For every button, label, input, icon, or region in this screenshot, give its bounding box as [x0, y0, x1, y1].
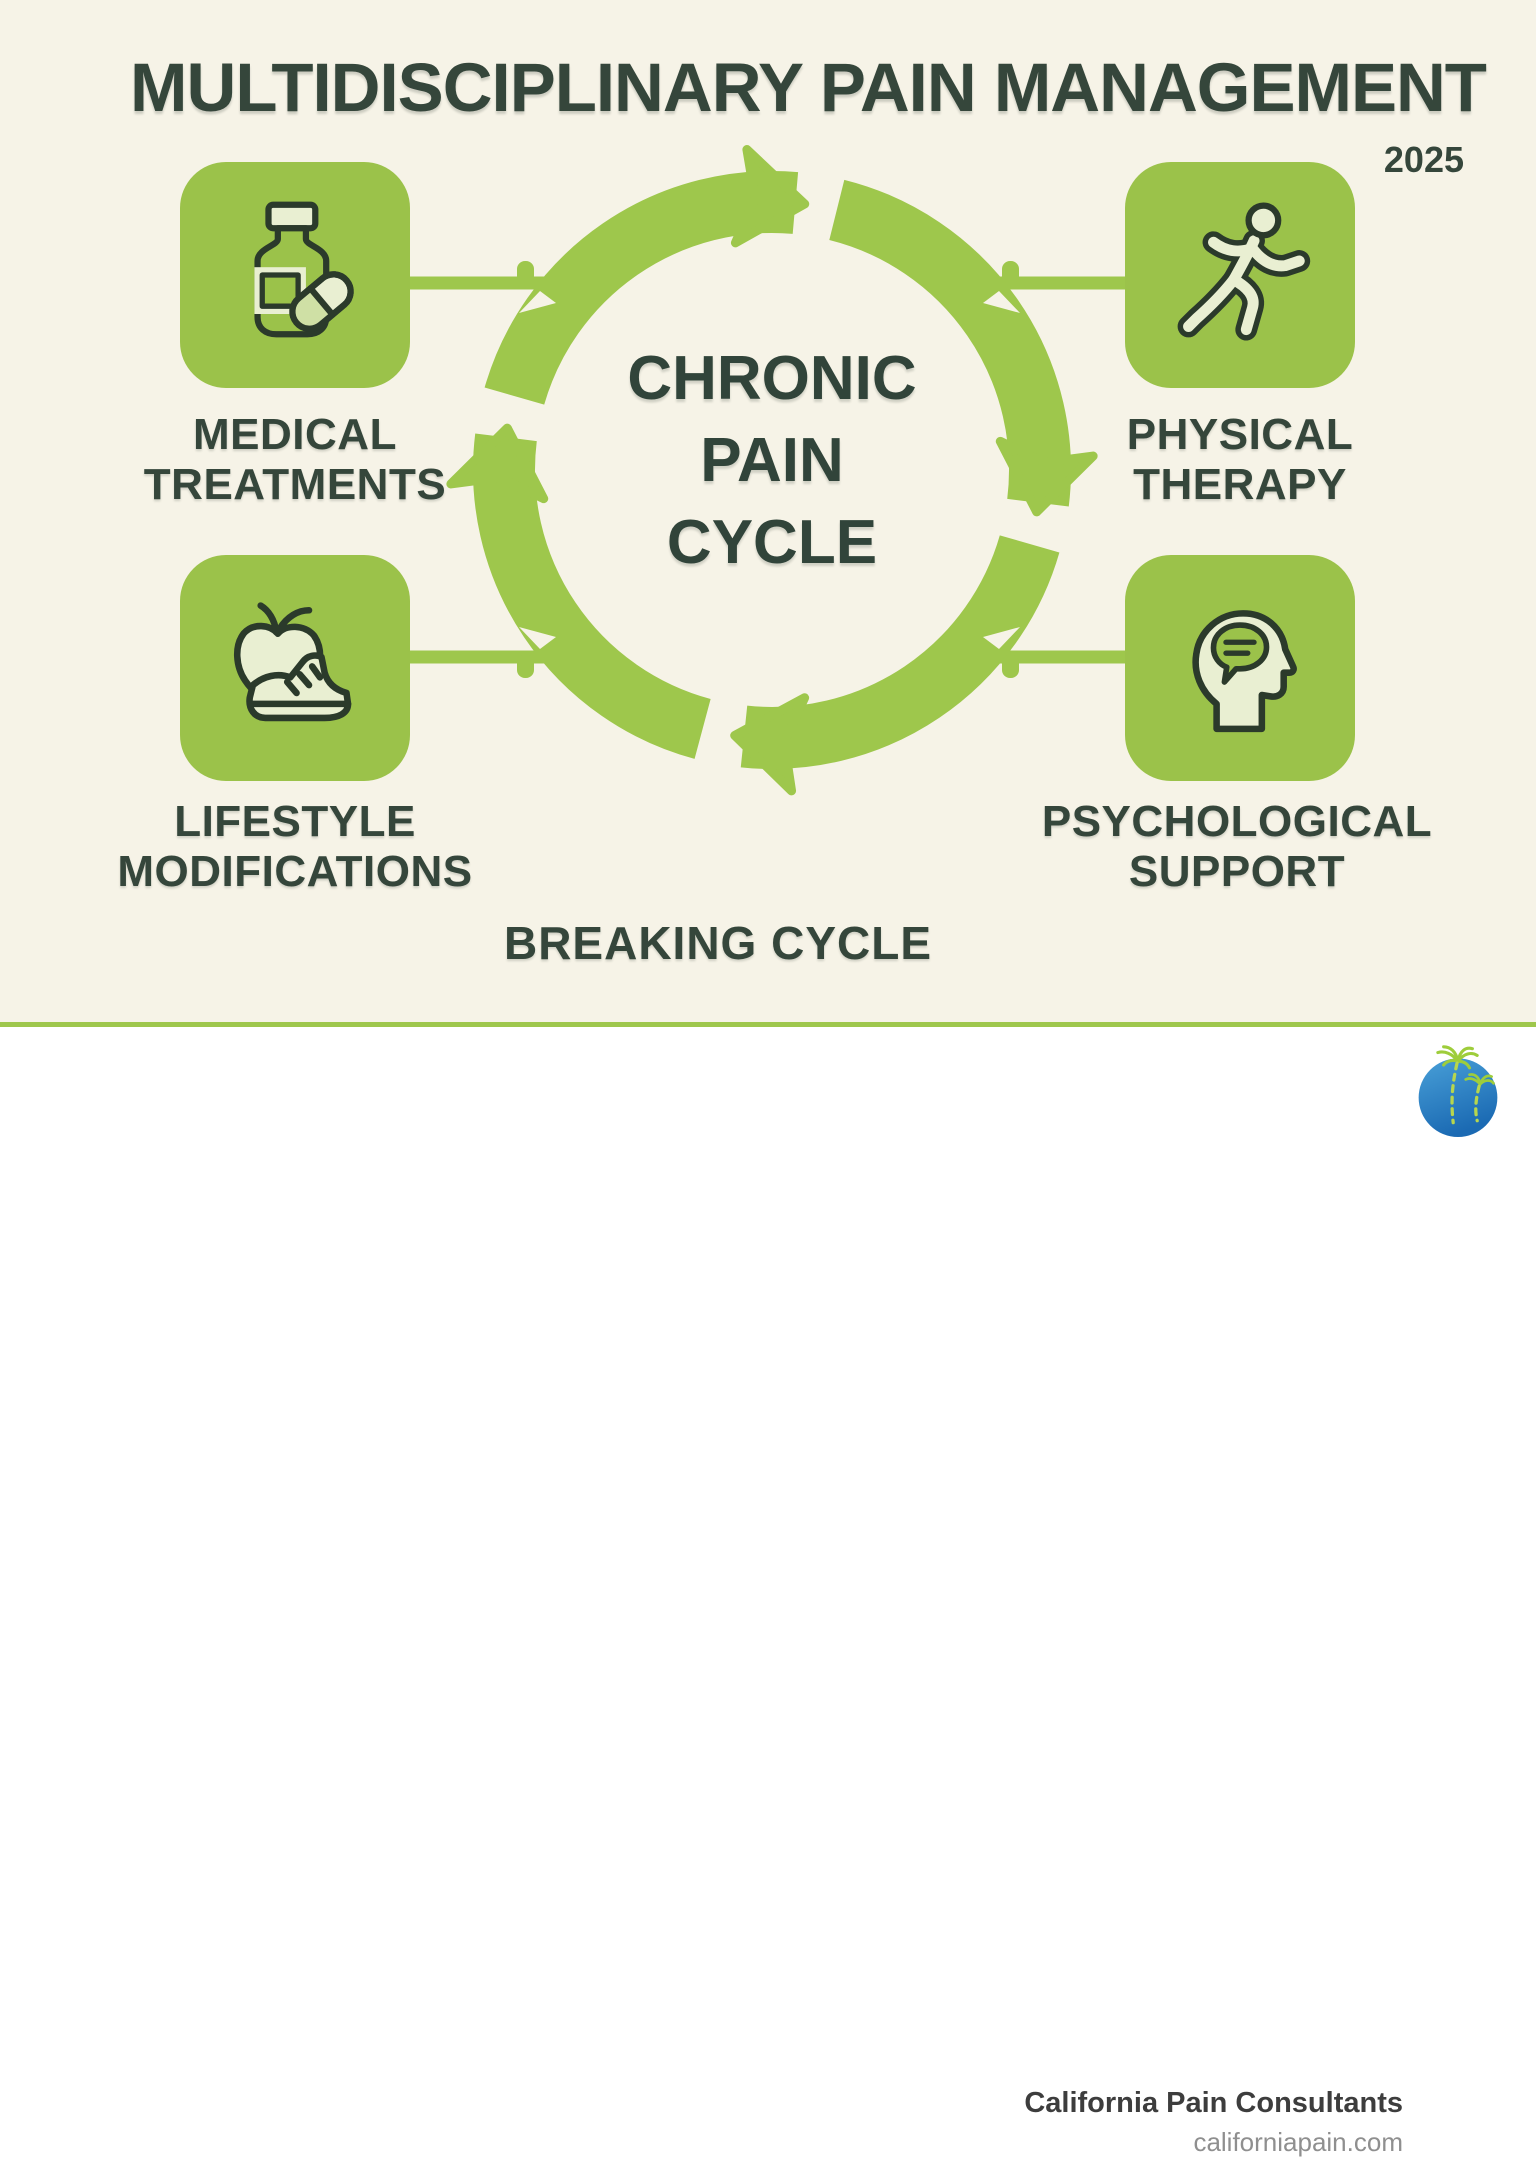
lifestyle-modifications-box [180, 555, 410, 781]
cycle-center-label: CHRONIC PAIN CYCLE [627, 344, 917, 577]
connector-notches [519, 291, 1020, 649]
small-palm-tree-icon [1464, 1073, 1495, 1086]
brand-block: California Pain Consultants californiapa… [1024, 2087, 1403, 2158]
physical-therapy-label: PHYSICAL THERAPY [1126, 410, 1354, 509]
head-speech-bubble-icon [1192, 610, 1297, 733]
medical-treatments-label: MEDICAL TREATMENTS [143, 410, 447, 509]
palm-trunk-dashes [1450, 1061, 1481, 1125]
globe-palm-trees-logo [1418, 1045, 1498, 1138]
page-title: MULTIDISCIPLINARY PAIN MANAGEMENT [130, 49, 1487, 126]
chronic-pain-cycle-diagram [402, 145, 1132, 796]
brand-website: californiapain.com [1193, 2127, 1403, 2157]
medical-treatments-box [180, 162, 410, 388]
psychological-support-label: PSYCHOLOGICAL SUPPORT [1041, 797, 1433, 896]
physical-therapy-box [1125, 162, 1355, 388]
footer-divider-line [0, 1022, 1536, 1027]
running-person-icon [1177, 202, 1311, 341]
year-label: 2025 [1383, 139, 1464, 180]
apple-shoe-icon [234, 602, 352, 722]
psychological-support-box [1125, 555, 1355, 781]
cycle-arrowhead-icons [446, 145, 1098, 796]
palm-tree-icon [1436, 1045, 1479, 1070]
infographic-poster: MULTIDISCIPLINARY PAIN MANAGEMENT 2025 [0, 0, 1536, 1022]
connector-lines [402, 261, 1132, 678]
cycle-ring-arcs [473, 170, 1071, 769]
lifestyle-modifications-label: LIFESTYLE MODIFICATIONS [117, 797, 473, 896]
pill-bottle-capsule-icon [254, 201, 354, 338]
brand-name: California Pain Consultants [1024, 2087, 1403, 2119]
breaking-cycle-caption: BREAKING CYCLE [503, 917, 933, 969]
footer: California Pain Consultants californiapa… [0, 1027, 1536, 2157]
